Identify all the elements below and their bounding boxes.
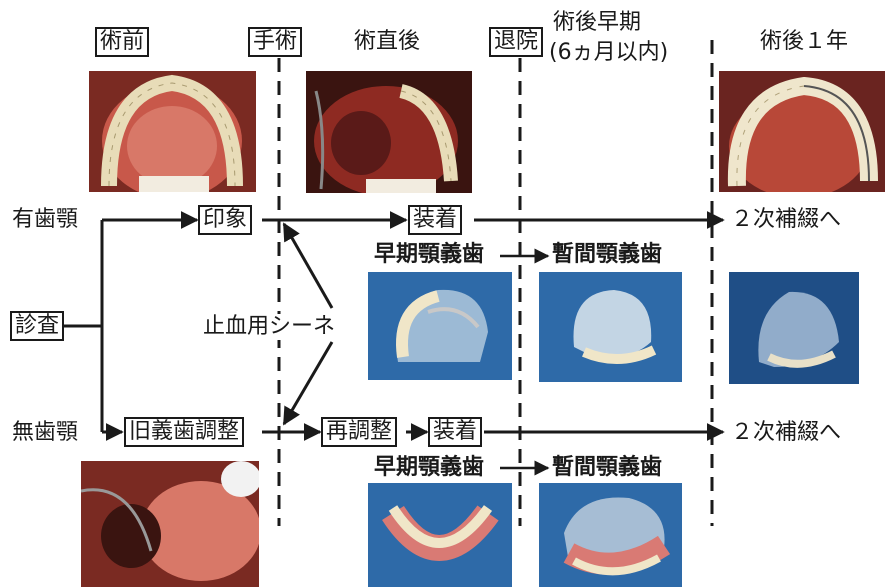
label-dentate: 有歯顎 [12,207,78,233]
node-impression: 印象 [198,205,252,235]
label-hemostatic-splint: 止血用シーネ [203,314,335,340]
header-preop: 術前 [95,27,149,57]
header-surgery: 手術 [248,27,302,57]
header-postop-immediate: 術直後 [354,29,420,55]
node-fitting-upper: 装着 [408,205,462,235]
label-early-prosthesis-lower: 早期顎義歯 [374,455,484,481]
arrow-splint-to-upper [284,224,332,308]
label-secondary-lower: ２次補綴へ [731,420,841,446]
node-old-denture-adjust: 旧義歯調整 [124,417,244,447]
label-secondary-upper: ２次補綴へ [731,207,841,233]
label-edentulous: 無歯顎 [12,420,78,446]
header-early-postop-range: (6ヵ月以内) [549,40,668,66]
label-early-prosthesis-upper: 早期顎義歯 [374,242,484,268]
node-readjust: 再調整 [321,417,397,447]
label-interim-prosthesis-upper: 暫間顎義歯 [552,242,662,268]
header-one-year: 術後１年 [760,29,848,55]
header-early-postop: 術後早期 [553,10,641,36]
node-exam: 診査 [10,311,64,341]
label-interim-prosthesis-lower: 暫間顎義歯 [552,455,662,481]
arrow-splint-to-lower [284,342,332,424]
node-fitting-lower: 装着 [428,417,482,447]
header-discharge: 退院 [489,27,543,57]
